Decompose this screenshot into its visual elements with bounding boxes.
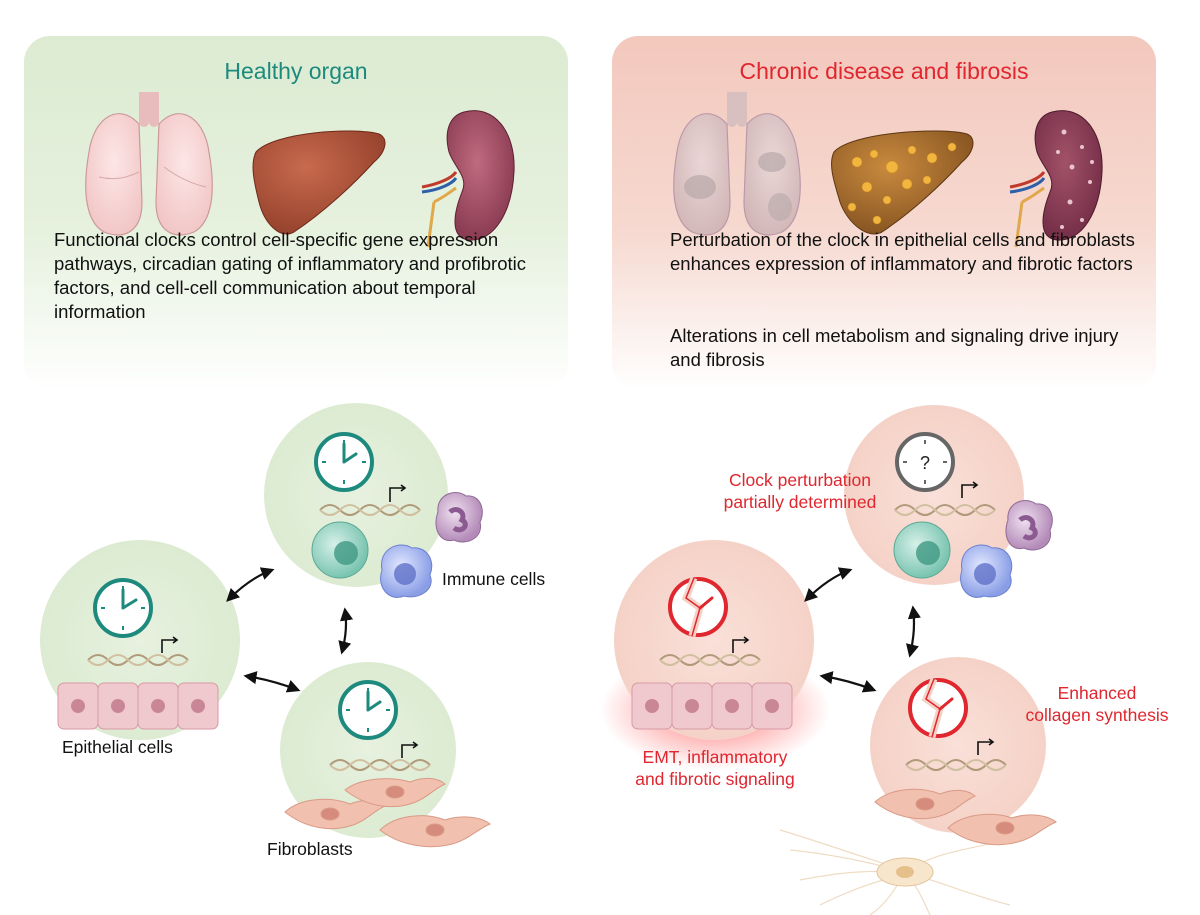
dna-helix-icon xyxy=(87,654,189,666)
clock-icon xyxy=(338,680,398,740)
healthy-lungs-icon xyxy=(85,92,213,236)
healthy-title: Healthy organ xyxy=(224,58,368,84)
clock-icon xyxy=(314,432,374,492)
dna-helix-icon xyxy=(894,504,996,516)
healthy-organs xyxy=(85,92,515,248)
immune-cell-circle xyxy=(264,403,448,587)
diseased-liver-icon xyxy=(831,130,974,235)
collagen-synthesis-label: Enhanced collagen synthesis xyxy=(1025,683,1169,725)
fibroblasts-label: Fibroblasts xyxy=(267,839,353,859)
unknown-clock-icon xyxy=(895,432,955,492)
dna-helix-icon xyxy=(659,654,761,666)
disease-description-2: Alterations in cell metabolism and signa… xyxy=(670,325,1119,370)
promoter-arrow-icon xyxy=(161,481,995,758)
disease-immune-circle xyxy=(844,405,1024,585)
healthy-kidney-icon xyxy=(421,110,515,248)
immune-cells-icon xyxy=(311,492,483,598)
clock-perturbation-label: Clock perturbation partially determined xyxy=(723,470,877,512)
unknown-clock-symbol: ? xyxy=(920,453,930,473)
disease-title: Chronic disease and fibrosis xyxy=(739,58,1029,84)
healthy-description: Functional clocks control cell-specific … xyxy=(54,229,526,322)
healthy-organ-panel: Healthy organ Functi xyxy=(24,36,568,391)
broken-clock-icon xyxy=(668,576,728,637)
communication-arrows xyxy=(226,567,921,693)
epithelial-cells-icon xyxy=(57,682,219,730)
emt-signaling-label: EMT, inflammatory and fibrotic signaling xyxy=(635,747,795,789)
fibroblasts-icon xyxy=(284,777,491,848)
cell-diagram: ? xyxy=(40,403,1057,915)
fibroblasts-icon xyxy=(779,788,1057,915)
dna-helix-icon xyxy=(905,759,1007,771)
clock-icon xyxy=(93,578,153,638)
epithelial-cells-label: Epithelial cells xyxy=(62,737,173,757)
healthy-liver-icon xyxy=(252,130,386,235)
disease-panel: Chronic disease and fibrosis xyxy=(612,36,1156,391)
disease-organs xyxy=(673,92,1103,248)
immune-cells-label: Immune cells xyxy=(442,569,546,589)
dna-helix-icon xyxy=(329,759,431,771)
diseased-lungs-icon xyxy=(673,92,801,236)
immune-cells-icon xyxy=(893,500,1053,598)
epithelial-cells-icon xyxy=(631,682,793,730)
broken-clock-icon xyxy=(908,677,968,738)
disease-description-1: Perturbation of the clock in epithelial … xyxy=(670,229,1135,274)
dna-helix-icon xyxy=(319,504,421,516)
diseased-kidney-icon xyxy=(1009,110,1103,248)
